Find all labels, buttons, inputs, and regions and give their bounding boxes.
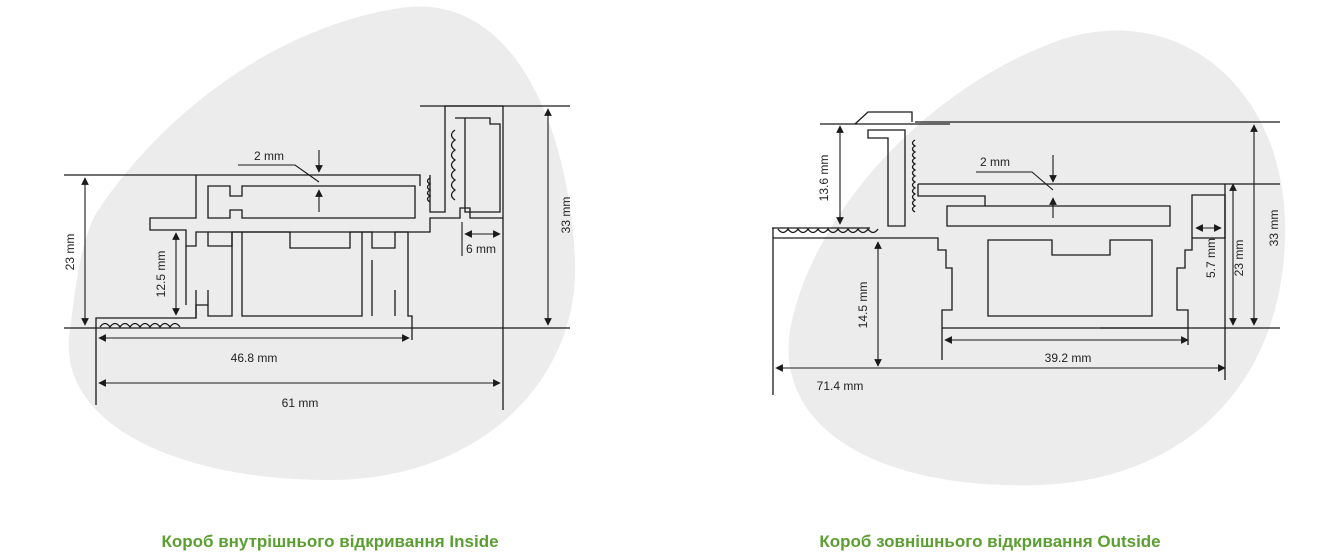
dimension-lines xyxy=(775,124,1258,372)
profile-outline xyxy=(64,105,570,410)
inside-caption: Короб внутрішнього відкривання Inside xyxy=(161,532,499,551)
background-blob xyxy=(68,6,576,481)
dim-wall: 2 mm xyxy=(980,155,1010,169)
dim-height-left: 14.5 mm xyxy=(856,282,870,329)
dim-width-total: 61 mm xyxy=(282,396,319,410)
dim-width-inner: 39.2 mm xyxy=(1045,351,1092,365)
dimension-lines xyxy=(81,108,552,387)
profile-outline xyxy=(772,111,1280,395)
dim-height-total: 33 mm xyxy=(559,197,573,234)
dim-height-frame: 23 mm xyxy=(63,234,77,271)
inside-profile-figure: 2 mm 6 mm 33 mm 23 mm 12.5 mm 46.8 mm 61… xyxy=(0,0,660,500)
dim-wall: 2 mm xyxy=(254,149,284,163)
inside-profile-drawing: 2 mm 6 mm 33 mm 23 mm 12.5 mm 46.8 mm 61… xyxy=(63,6,576,481)
dim-height-frame: 23 mm xyxy=(1232,240,1246,277)
outside-profile-figure: 2 mm 13.6 mm 14.5 mm 5.7 mm 23 mm 33 mm … xyxy=(660,0,1320,500)
dim-height-small: 5.7 mm xyxy=(1204,238,1218,278)
dim-lip: 13.6 mm xyxy=(817,155,831,202)
dim-height-total: 33 mm xyxy=(1267,210,1281,247)
dim-width-inner: 46.8 mm xyxy=(231,351,278,365)
dim-width-total: 71.4 mm xyxy=(817,379,864,393)
dim-height-inner: 12.5 mm xyxy=(154,251,168,298)
dim-lip: 6 mm xyxy=(466,242,496,256)
outside-profile-drawing: 2 mm 13.6 mm 14.5 mm 5.7 mm 23 mm 33 mm … xyxy=(772,30,1286,486)
outside-caption: Короб зовнішнього відкривання Outside xyxy=(819,532,1161,551)
